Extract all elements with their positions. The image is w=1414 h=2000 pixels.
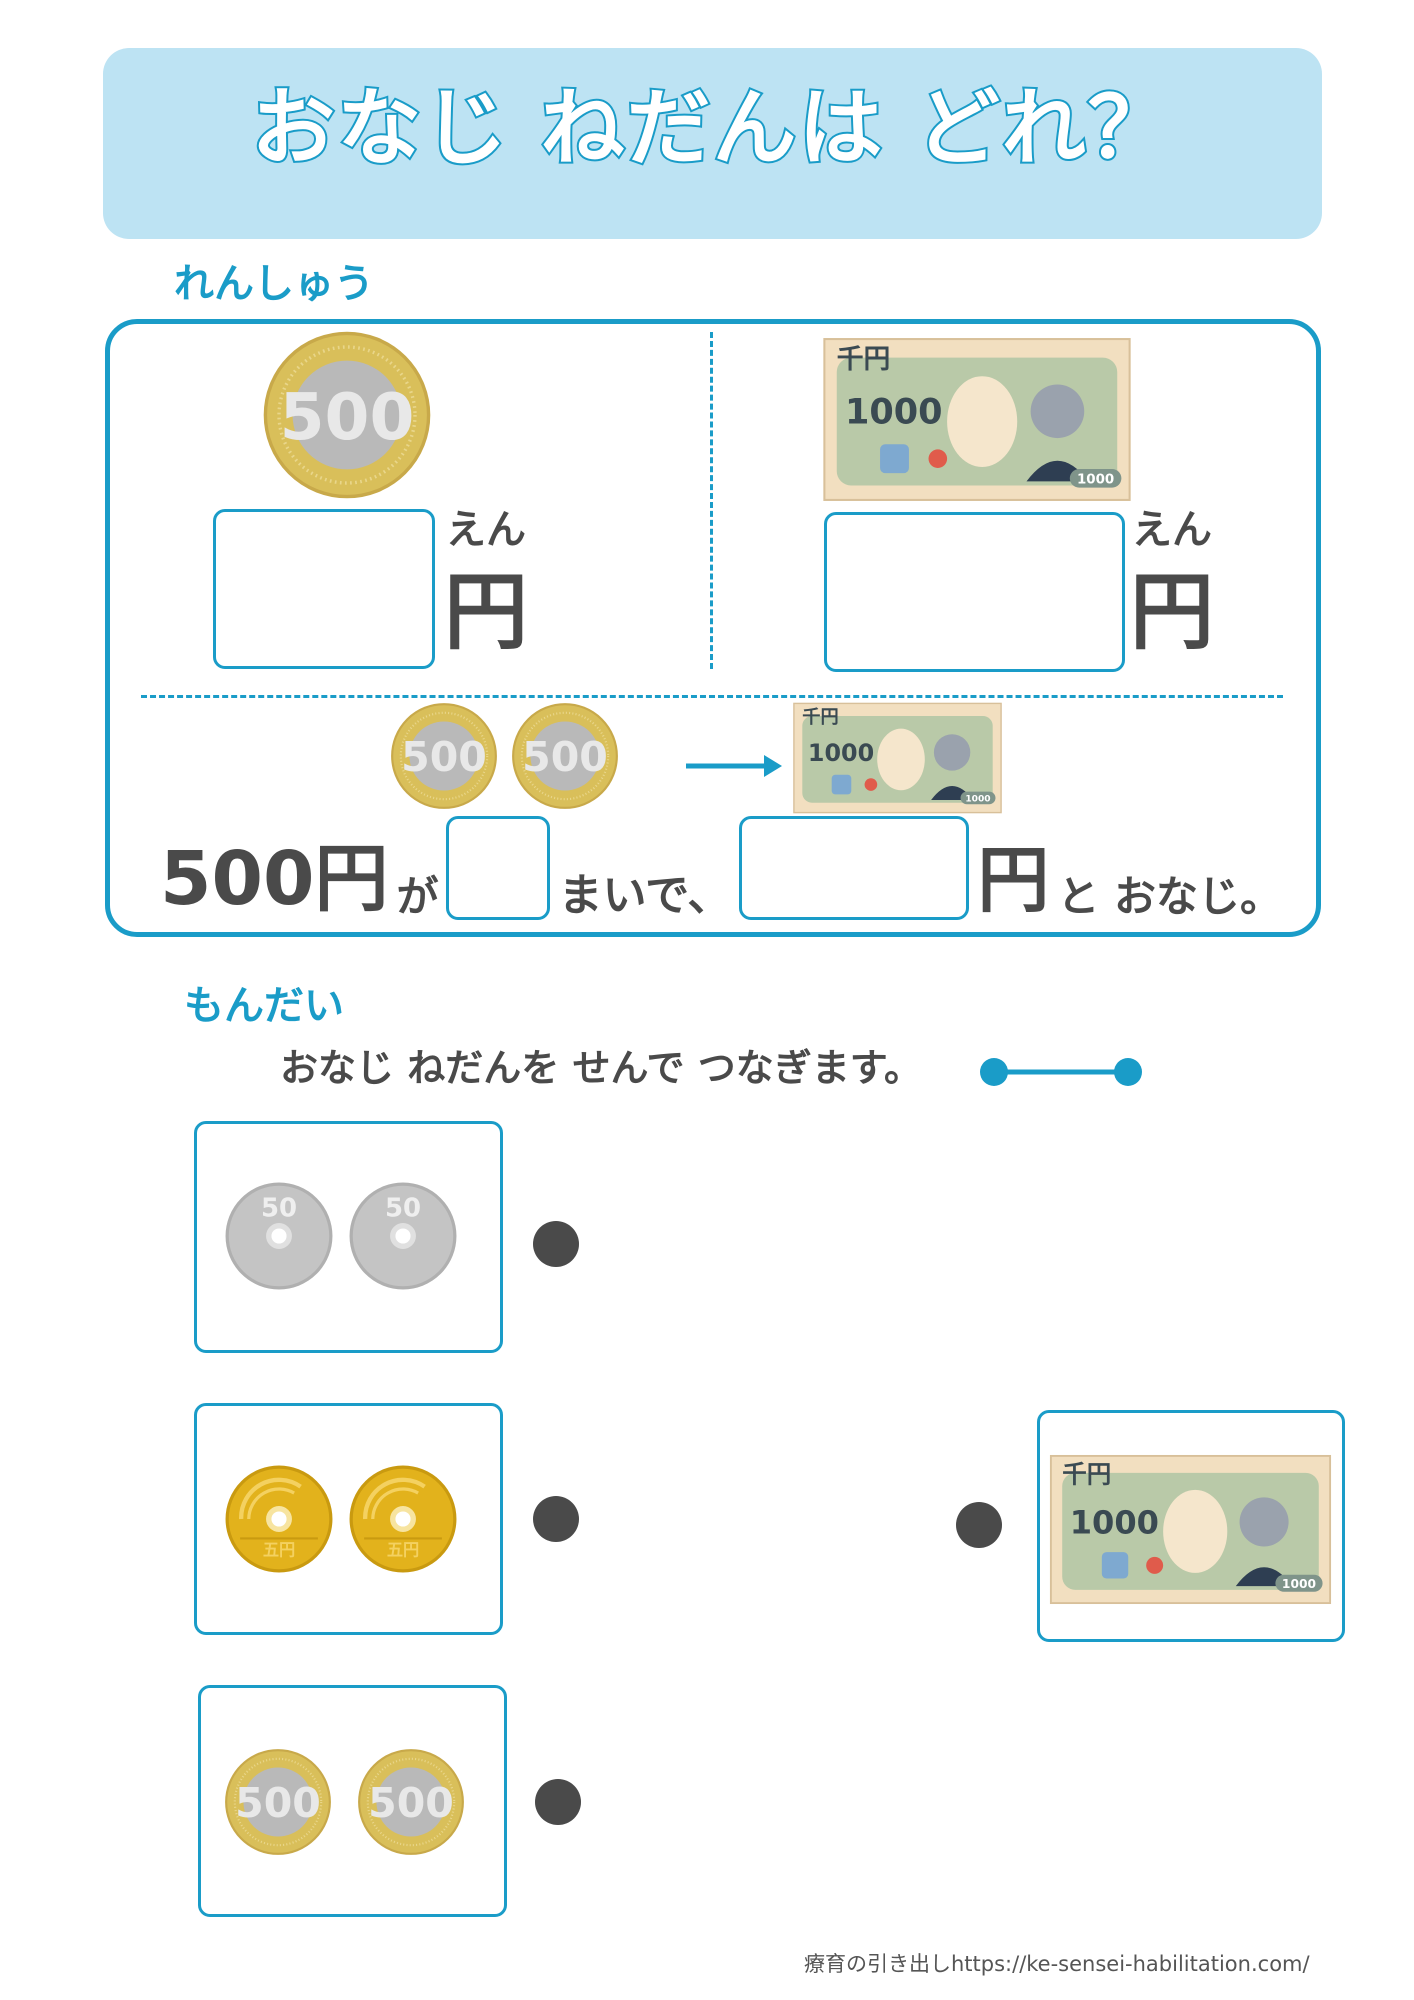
- coin-500-icon: [224, 1748, 332, 1856]
- sentence-ga: が: [396, 871, 439, 921]
- connect-dot-1000yen[interactable]: [956, 1502, 1002, 1548]
- bill-1000-icon: [1049, 1454, 1332, 1605]
- coin-500-icon: [511, 702, 619, 810]
- problem-instruction: おなじ ねだんを せんで つなぎます。: [280, 1046, 922, 1090]
- answer-box-count[interactable]: [446, 816, 551, 920]
- practice-panel: [105, 319, 1321, 937]
- answer-box-total[interactable]: [739, 816, 970, 920]
- connect-dot-500yen[interactable]: [535, 1779, 581, 1825]
- answer-box-500[interactable]: [213, 509, 435, 669]
- practice-heading: れんしゅう: [174, 261, 374, 307]
- practice-sentence: 500円 が まいで、 円 と おなじ。: [160, 816, 1282, 920]
- coin-500-icon: [357, 1748, 465, 1856]
- coin-50-icon: [225, 1182, 333, 1290]
- coin-5-icon: [225, 1465, 333, 1573]
- problem-heading: もんだい: [184, 983, 344, 1029]
- page-title: おなじ ねだんは どれ？: [249, 77, 1174, 179]
- yen-unit-right: 円: [1130, 563, 1215, 661]
- footer-credit: 療育の引き出しhttps://ke-sensei-habilitation.co…: [804, 1952, 1310, 1976]
- sentence-yen: 円: [977, 837, 1050, 922]
- line-example-icon: [980, 1058, 1142, 1086]
- coin-5-icon: [349, 1465, 457, 1573]
- ruby-en-left: えん: [446, 507, 526, 553]
- sentence-500yen: 500円: [160, 835, 389, 922]
- answer-box-1000[interactable]: [824, 512, 1125, 672]
- ruby-en-right: えん: [1132, 507, 1212, 553]
- connect-dot-50yen[interactable]: [533, 1221, 579, 1267]
- yen-unit-left: 円: [444, 563, 529, 661]
- sentence-maide: まいで、: [558, 869, 732, 921]
- coin-500-icon: [390, 702, 498, 810]
- title-banner: [103, 48, 1322, 239]
- coin-500-icon: [262, 330, 432, 500]
- connect-dot-5yen[interactable]: [533, 1496, 579, 1542]
- vertical-divider: [710, 332, 713, 669]
- horizontal-divider: [141, 695, 1283, 698]
- arrow-right-icon: [686, 755, 782, 777]
- sentence-to-onaji: と おなじ。: [1057, 871, 1283, 921]
- bill-1000-icon: [820, 337, 1134, 502]
- coin-50-icon: [349, 1182, 457, 1290]
- bill-1000-icon: [791, 702, 1004, 814]
